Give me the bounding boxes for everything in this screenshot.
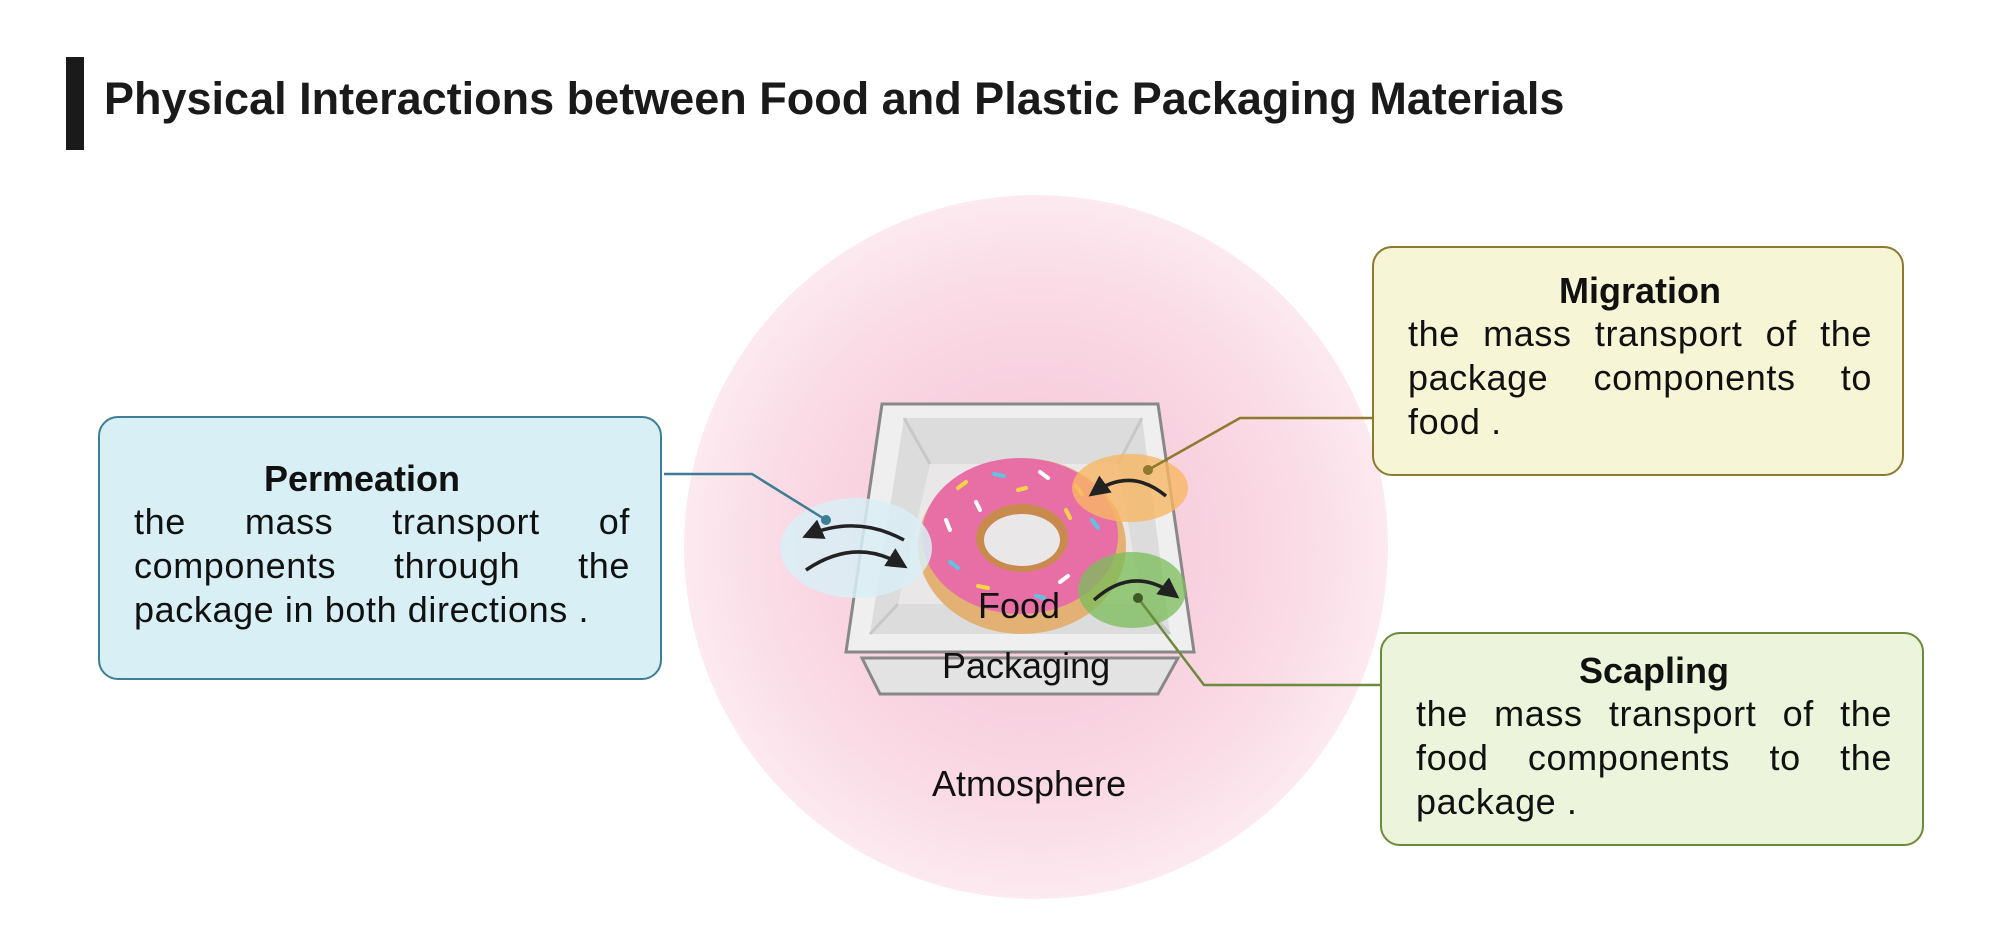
atmosphere-label: Atmosphere: [932, 763, 1127, 804]
migration-connector: [1147, 416, 1374, 472]
food-label: Food: [978, 585, 1061, 626]
migration-description: the mass transport of the package compon…: [1408, 313, 1872, 442]
packaging-label: Packaging: [942, 645, 1111, 686]
scapling-box: Scapling the mass transport of the food …: [1380, 632, 1924, 846]
migration-box: Migration the mass transport of the pack…: [1372, 246, 1904, 476]
migration-arrow: [1088, 475, 1168, 498]
scapling-connector-dot: [1133, 593, 1143, 603]
migration-connector-dot: [1143, 465, 1153, 475]
permeation-zone: [780, 498, 932, 598]
permeation-description: the mass transport of components through…: [134, 501, 630, 630]
permeation-title: Permeation: [263, 458, 461, 499]
scapling-zone: [1078, 552, 1186, 628]
permeation-connector: [664, 472, 827, 522]
migration-title: Migration: [1559, 270, 1721, 311]
permeation-arrow-inward: [805, 548, 908, 572]
scapling-description: the mass transport of the food component…: [1416, 693, 1892, 822]
donut-food: [918, 458, 1126, 634]
scapling-title: Scapling: [1578, 650, 1730, 691]
title-accent-bar: [66, 57, 84, 150]
migration-zone: [1072, 454, 1188, 522]
permeation-box: Permeation the mass transport of compone…: [98, 416, 662, 680]
scapling-arrow: [1092, 577, 1180, 602]
page-title: Physical Interactions between Food and P…: [104, 73, 1565, 124]
permeation-arrow-outward: [802, 519, 905, 542]
permeation-connector-dot: [821, 515, 831, 525]
scapling-connector: [1137, 597, 1382, 687]
